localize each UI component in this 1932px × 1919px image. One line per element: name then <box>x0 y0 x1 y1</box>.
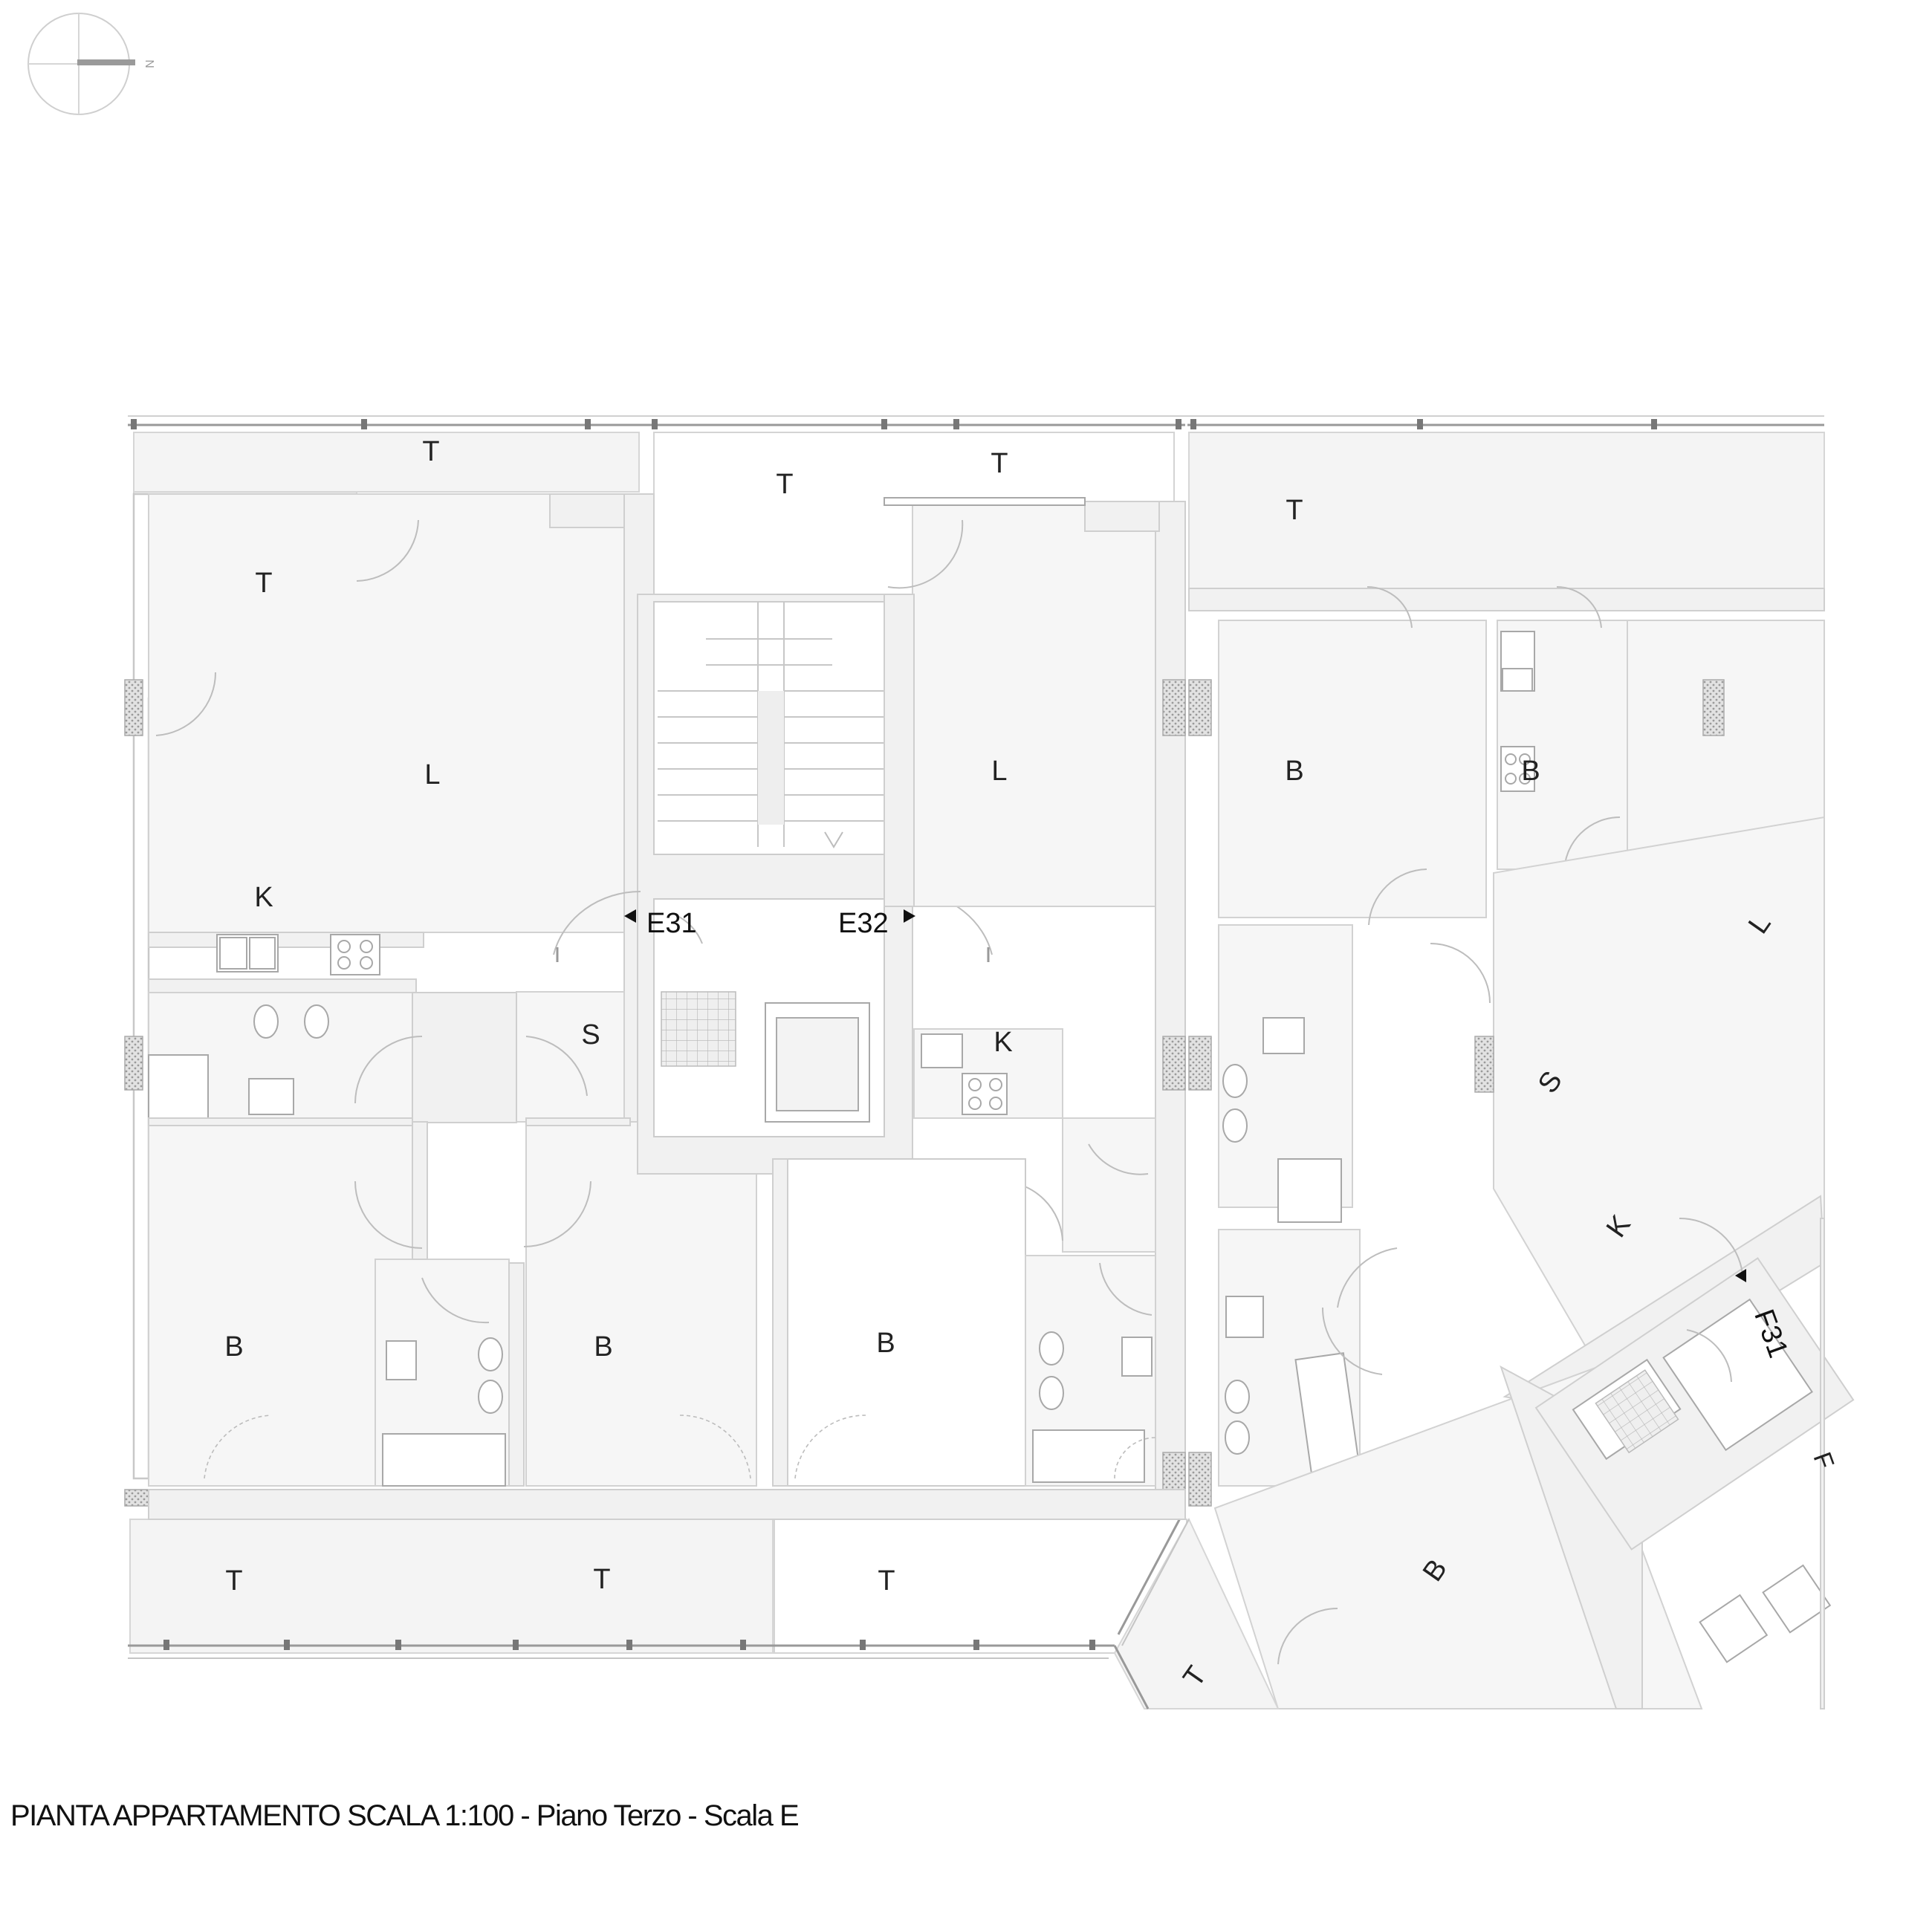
label-terrace: T <box>1286 495 1303 526</box>
label-living: L <box>424 759 440 790</box>
entrance-e31-label: E31 <box>646 908 697 939</box>
label-kitchen: K <box>254 882 273 913</box>
arrow-left-icon <box>1735 1269 1746 1282</box>
label-bedroom: B <box>876 1328 895 1359</box>
label-terrace: T <box>878 1565 895 1597</box>
label-terrace: T <box>422 436 439 467</box>
apartment-e31 <box>132 493 757 1487</box>
label-living: L <box>991 756 1007 787</box>
label-terrace: T <box>225 1565 242 1597</box>
arrow-left-icon <box>624 909 636 923</box>
drawing-title: PIANTA APPARTAMENTO SCALA 1:100 - Piano … <box>10 1799 800 1832</box>
north-arrow-icon: N <box>27 13 155 115</box>
apartment-e32 <box>772 497 1186 1535</box>
stair-core <box>553 594 993 1175</box>
terraces-bottom <box>128 1489 1280 1709</box>
label-terrace: T <box>593 1564 610 1595</box>
label-bedroom: B <box>224 1331 243 1363</box>
label-bedroom: B <box>1521 756 1540 787</box>
label-bedroom: B <box>1285 756 1303 787</box>
label-terrace: T <box>255 568 272 599</box>
label-terrace: T <box>991 448 1008 479</box>
arrow-right-icon <box>904 909 915 923</box>
entrance-e32-label: E32 <box>838 908 889 939</box>
apartment-right <box>1188 585 1855 1709</box>
top-railing <box>128 415 1824 429</box>
label-terrace: T <box>776 469 793 500</box>
label-kitchen: K <box>993 1027 1012 1058</box>
north-label: N <box>143 59 155 68</box>
label-storage: S <box>581 1019 600 1051</box>
label-bedroom: B <box>594 1331 612 1363</box>
